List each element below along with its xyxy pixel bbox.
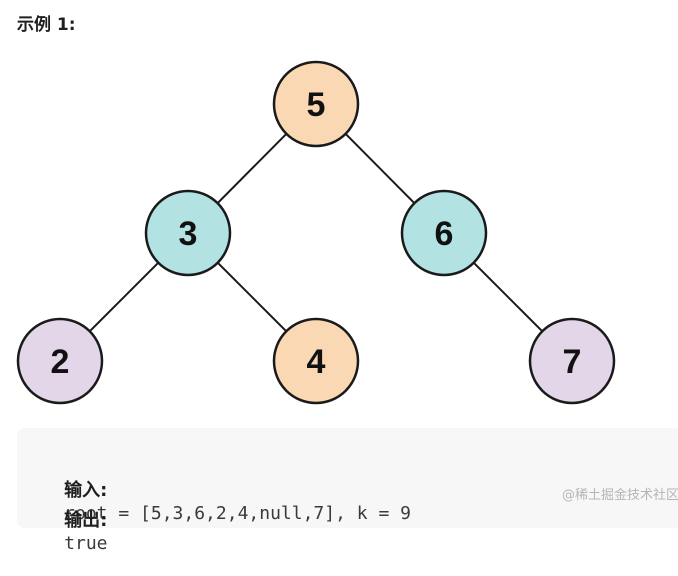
tree-node-circle bbox=[272, 317, 360, 405]
tree-node-label: 3 bbox=[179, 215, 198, 253]
watermark: @稀土掘金技术社区 bbox=[561, 488, 678, 503]
tree-node-4: 4 bbox=[272, 317, 360, 405]
tree-node-2: 2 bbox=[16, 317, 104, 405]
binary-tree-diagram: 5 3 6 2 4 7 bbox=[16, 60, 616, 405]
input-value: root = [5,3,6,2,4,null,7], k = 9 bbox=[64, 503, 411, 524]
tree-node-label: 5 bbox=[307, 86, 326, 124]
tree-node-label: 6 bbox=[435, 215, 454, 253]
output-value: true bbox=[64, 533, 108, 554]
tree-node-3: 3 bbox=[144, 189, 232, 277]
input-label: 输入: bbox=[64, 480, 108, 501]
tree-node-circle bbox=[16, 317, 104, 405]
output-line: 输出: true bbox=[40, 484, 108, 576]
tree-node-circle bbox=[272, 60, 360, 148]
example-heading: 示例 1: bbox=[17, 15, 76, 35]
tree-node-circle bbox=[528, 317, 616, 405]
tree-node-label: 7 bbox=[563, 343, 582, 381]
tree-node-7: 7 bbox=[528, 317, 616, 405]
example-code-block: 输入: root = [5,3,6,2,4,null,7], k = 9 输出:… bbox=[17, 428, 678, 554]
tree-node-label: 4 bbox=[307, 343, 326, 381]
tree-node-circle bbox=[144, 189, 232, 277]
tree-node-6: 6 bbox=[400, 189, 488, 277]
tree-node-5: 5 bbox=[272, 60, 360, 148]
tree-node-circle bbox=[400, 189, 488, 277]
output-label: 输出: bbox=[64, 510, 108, 531]
tree-node-label: 2 bbox=[51, 343, 70, 381]
